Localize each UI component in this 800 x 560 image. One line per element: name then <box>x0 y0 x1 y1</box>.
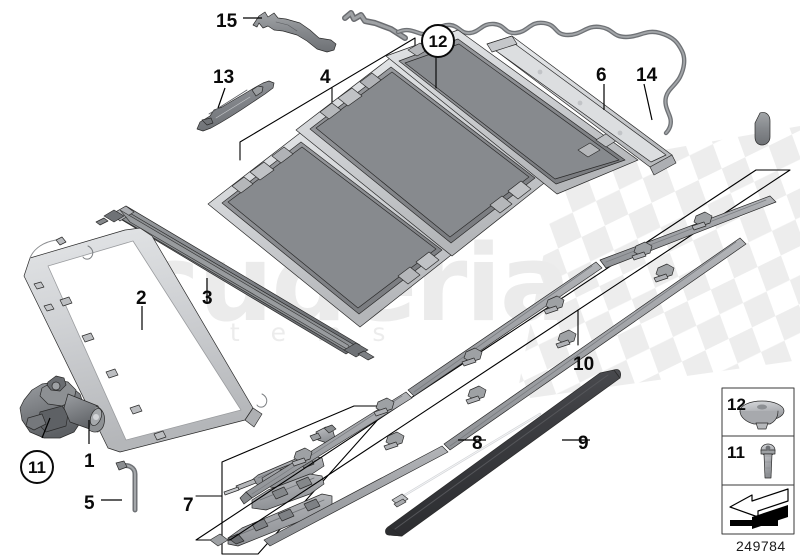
callout-leader-lines <box>41 17 653 501</box>
callout-2[interactable]: 2 <box>136 288 147 309</box>
part-9-rubber-seal <box>385 369 621 537</box>
part-5-hose-elbow <box>115 460 138 513</box>
callout-11-motor[interactable]: 11 <box>20 450 54 484</box>
part-14-rear-trim-strip <box>486 35 677 176</box>
part-6-water-drain-hose <box>395 20 771 146</box>
part-4-roof-panel-middle <box>295 57 549 257</box>
legend-icon-screw <box>760 443 776 479</box>
legend-label-12: 12 <box>727 395 746 414</box>
part-3-cross-beam <box>95 205 375 361</box>
diagram-part-number: 249784 <box>736 538 786 554</box>
part-13-roof-bracket <box>196 80 275 132</box>
part-8-drive-cable <box>391 412 542 508</box>
legend-icon-cap <box>739 400 785 430</box>
callout-1[interactable]: 1 <box>84 451 95 472</box>
legend-box <box>721 387 795 535</box>
callout-4[interactable]: 4 <box>320 67 331 88</box>
legend-label-11: 11 <box>727 443 745 462</box>
part-15-drain-hose-front <box>252 10 408 53</box>
part-4-roof-panel-left <box>207 132 456 328</box>
part-2-roof-frame <box>23 227 268 453</box>
callout-14[interactable]: 14 <box>636 65 658 86</box>
callout-5[interactable]: 5 <box>84 493 95 514</box>
callout-7[interactable]: 7 <box>183 495 194 516</box>
callout-15[interactable]: 15 <box>216 11 238 32</box>
callout-8[interactable]: 8 <box>472 433 483 454</box>
callout-10[interactable]: 10 <box>573 354 595 375</box>
legend-icon-arrow <box>729 488 789 529</box>
callout-6[interactable]: 6 <box>596 65 607 86</box>
part-1-drive-motor <box>19 375 105 439</box>
part-10-guide-rail-box <box>195 169 791 547</box>
callout-13[interactable]: 13 <box>213 67 235 88</box>
callout-12-top[interactable]: 12 <box>421 24 455 58</box>
callout-9[interactable]: 9 <box>578 433 589 454</box>
callout-3[interactable]: 3 <box>202 288 213 309</box>
